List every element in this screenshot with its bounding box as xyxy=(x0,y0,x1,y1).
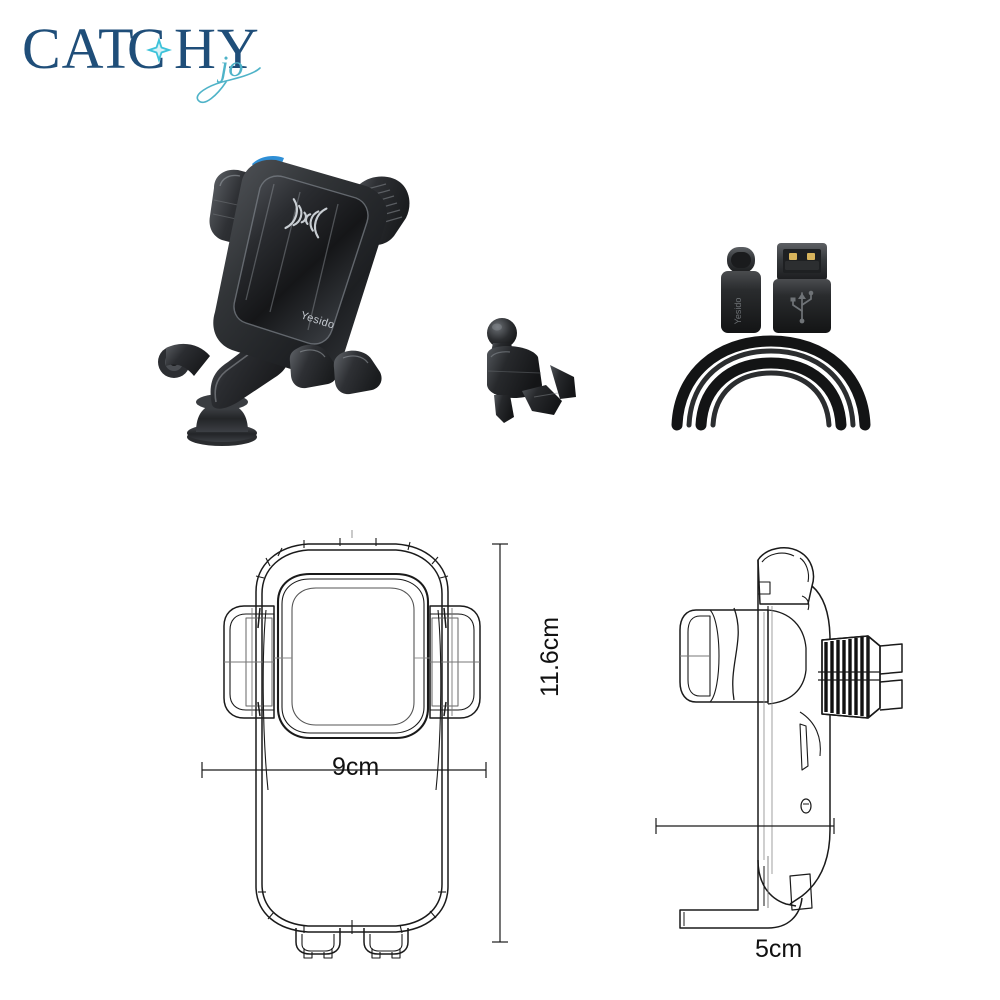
holder-body: Yesido xyxy=(213,159,388,376)
brand-logo-text-part1: CAT xyxy=(22,16,135,81)
vent-clip-ball-head xyxy=(487,318,517,348)
bottom-clamp-feet xyxy=(289,344,382,395)
usb-trident-icon xyxy=(790,290,814,324)
dimension-label-height: 11.6cm xyxy=(536,616,564,697)
knurled-knob xyxy=(818,635,903,719)
dimension-line-width xyxy=(201,762,487,778)
wireless-charging-waves-icon xyxy=(284,198,328,239)
brand-logo-script: jo xyxy=(196,50,261,104)
vent-clip-hooks xyxy=(494,365,576,423)
product-photo-usb-cable: Yesido xyxy=(655,225,930,450)
technical-drawing-side-view xyxy=(640,530,930,970)
dimension-line-height xyxy=(492,543,508,943)
usb-c-brand-mark: Yesido xyxy=(733,298,743,325)
brand-logo: CAT C HY jo xyxy=(22,12,322,117)
product-photo-vent-clip xyxy=(462,305,592,430)
technical-drawing-front-view xyxy=(200,530,550,970)
cable-wire xyxy=(671,328,871,431)
dimension-label-width: 9cm xyxy=(332,753,380,781)
usb-c-connector: Yesido xyxy=(721,247,761,333)
dimension-label-depth: 5cm xyxy=(755,935,803,963)
four-point-star-icon xyxy=(146,37,172,63)
product-photo-phone-holder: Yesido xyxy=(150,140,460,460)
dimension-line-depth xyxy=(655,818,835,834)
vent-clip-barrel xyxy=(487,346,542,398)
usb-a-connector xyxy=(773,243,831,333)
brand-logo-text-part2: HY xyxy=(174,16,260,81)
